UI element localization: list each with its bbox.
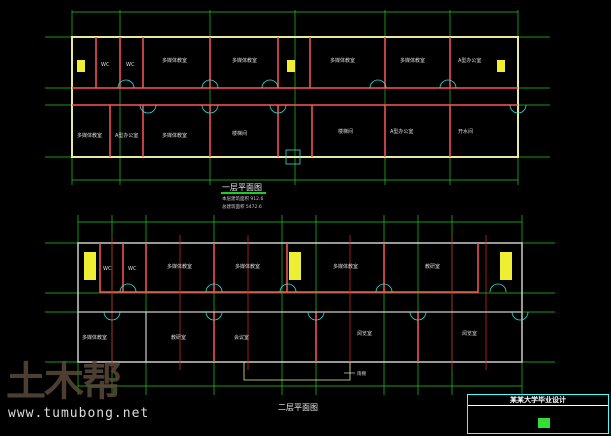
plan2-canopy	[243, 362, 351, 381]
plan1-note-area: 本层建筑面积 912.6	[222, 195, 263, 202]
plan1-note-total: 总建筑面积 5472.6	[222, 203, 262, 210]
room-label: 多媒体教室	[400, 57, 425, 64]
room-label: 多媒体教室	[333, 263, 358, 270]
plan2-room-labels: WC WC 多媒体教室 多媒体教室 多媒体教室 教研室 多媒体教室 教研室 会议…	[82, 263, 477, 341]
room-label: WC	[128, 266, 137, 272]
room-label: A型办公室	[115, 132, 138, 139]
title-block-heading: 某某大学毕业设计	[468, 395, 608, 406]
plan2-axis-grid	[45, 215, 555, 395]
room-label: 楼梯间	[338, 128, 353, 135]
room-label: 楼梯间	[232, 130, 247, 137]
room-label: 教研室	[425, 263, 440, 270]
room-label: 多媒体教室	[162, 57, 187, 64]
plan1-room-labels: WC WC 多媒体教室 多媒体教室 多媒体教室 多媒体教室 A型办公室 多媒体教…	[77, 57, 481, 139]
plan2-outer-wall	[77, 242, 523, 363]
watermark-url: www.tumubong.net	[8, 406, 150, 421]
room-label: 阅览室	[462, 330, 477, 337]
room-label: 多媒体教室	[330, 57, 355, 64]
room-label: 教研室	[171, 334, 186, 341]
plan2-stairs	[84, 252, 512, 280]
room-label: WC	[101, 62, 110, 68]
plan2-title: 二层平面图	[278, 403, 318, 412]
title-block-stamp	[538, 418, 550, 428]
plan2-doors	[103, 283, 529, 321]
plan1-outer-wall	[71, 36, 519, 158]
watermark-logo: 土木帮	[6, 359, 122, 405]
plan2-axis-lines-red	[111, 235, 487, 370]
room-label: 会议室	[234, 334, 249, 341]
room-label: A型办公室	[390, 128, 413, 135]
room-label: 多媒体教室	[77, 132, 102, 139]
room-label: 多媒体教室	[82, 334, 107, 341]
canopy-label: 雨棚	[357, 370, 366, 377]
room-label: 阅览室	[357, 330, 372, 337]
room-label: A型办公室	[458, 57, 481, 64]
plan1-title: 一层平面图	[222, 183, 262, 192]
plan1-stairs	[77, 60, 505, 72]
room-label: 多媒体教室	[162, 132, 187, 139]
room-label: WC	[103, 266, 112, 272]
plan1-inner-walls	[72, 37, 518, 157]
title-block: 某某大学毕业设计	[467, 394, 609, 434]
plan1-title-underline	[221, 192, 266, 194]
room-label: WC	[126, 62, 135, 68]
room-label: 多媒体教室	[167, 263, 192, 270]
room-label: 开水间	[458, 128, 473, 135]
room-label: 多媒体教室	[235, 263, 260, 270]
plan1-doors	[117, 79, 527, 165]
room-label: 多媒体教室	[232, 57, 257, 64]
